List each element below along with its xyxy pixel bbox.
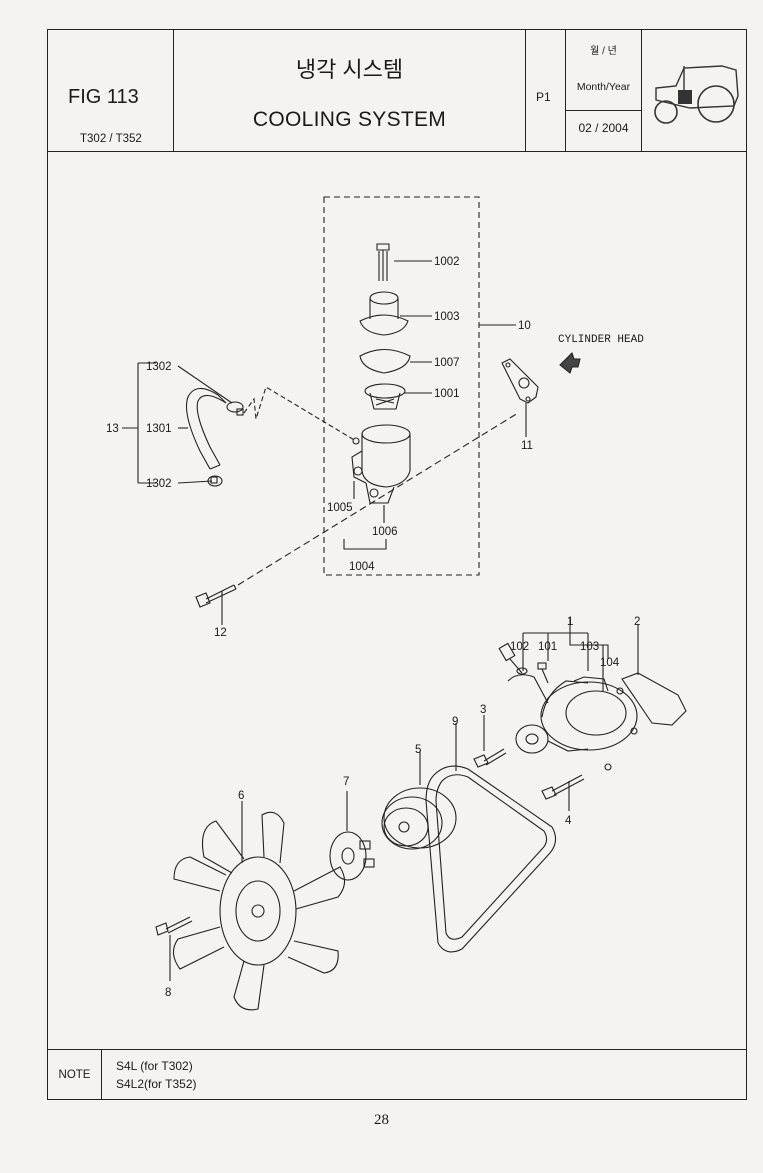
- title-korean: 냉각 시스템: [295, 57, 404, 82]
- callout-101: 101: [538, 641, 557, 653]
- hose-1301: [185, 387, 227, 470]
- bolt-3: [473, 748, 507, 768]
- bolt-8: [155, 916, 193, 936]
- hose-clamp-1302-upper: [226, 401, 244, 416]
- page-number: 28: [374, 1112, 389, 1128]
- callout-1: 1: [567, 616, 573, 628]
- callout-1002: 1002: [434, 256, 460, 268]
- gasket-1007: [359, 348, 411, 374]
- figure-number-cell: FIG 113 T302 / T352: [48, 30, 174, 151]
- thermostat-housing-1004: [351, 424, 411, 504]
- bolt-1002: [376, 243, 390, 281]
- callout-9: 9: [452, 716, 458, 728]
- thumbnail-cell: [642, 30, 748, 151]
- callout-1302-upper: 1302: [146, 361, 172, 373]
- figure-number: FIG 113: [68, 86, 139, 108]
- parts-drawing: 1002 1003 10 1007 1001 11 1302 13 1301 1…: [106, 196, 687, 1011]
- note-section: NOTE S4L (for T302) S4L2(for T352): [48, 1049, 746, 1100]
- callout-3: 3: [480, 704, 486, 716]
- pulley-5: [381, 787, 457, 850]
- date-label: Month/Year: [576, 81, 631, 93]
- callout-1005: 1005: [327, 502, 353, 514]
- page-title: COOLING SYSTEM: [252, 108, 447, 131]
- thermostat-assembly-box: [323, 196, 480, 576]
- callout-1006: 1006: [372, 526, 398, 538]
- callout-11: 11: [521, 440, 533, 452]
- bolt-12: [195, 584, 237, 608]
- date-label-korean: 월 / 년: [590, 46, 617, 57]
- thermostat-1001: [364, 383, 406, 410]
- page-label: P1: [536, 90, 551, 104]
- callout-13: 13: [106, 423, 119, 435]
- bolt-4: [541, 774, 585, 800]
- bolt-101: [537, 662, 549, 684]
- date-cell: 월 / 년 Month/Year 02 / 2004: [566, 30, 642, 151]
- callout-2: 2: [634, 616, 640, 628]
- callout-10: 10: [518, 320, 531, 332]
- callout-7: 7: [343, 776, 349, 788]
- water-outlet-1003: [359, 291, 409, 336]
- bolt-12-alignment-line: [237, 412, 519, 586]
- callout-6: 6: [238, 790, 244, 802]
- model-numbers: T302 / T352: [80, 133, 142, 145]
- callout-1001: 1001: [434, 388, 460, 400]
- title-cell: 냉각 시스템 COOLING SYSTEM: [174, 30, 526, 151]
- date-divider: [566, 110, 641, 111]
- callout-4: 4: [565, 815, 572, 827]
- fan-spacer-7: [329, 831, 375, 881]
- callout-1004: 1004: [349, 561, 375, 573]
- hose-connection-line: [243, 386, 357, 442]
- gasket-2: [621, 672, 687, 726]
- temperature-sensor-102: [498, 642, 528, 675]
- cooling-fan-6: [172, 811, 346, 1011]
- page-header: FIG 113 T302 / T352 냉각 시스템 COOLING SYSTE…: [48, 30, 746, 152]
- note-label: NOTE: [48, 1050, 102, 1100]
- cylinder-head-arrow: [559, 351, 581, 374]
- callout-5: 5: [415, 744, 421, 756]
- callout-103: 103: [580, 641, 599, 653]
- note-line-1: S4L (for T302): [116, 1059, 193, 1073]
- callout-1302-lower: 1302: [146, 478, 172, 490]
- callout-104: 104: [600, 657, 620, 669]
- date-value: 02 / 2004: [578, 121, 629, 135]
- note-line-2: S4L2(for T352): [116, 1077, 197, 1091]
- callout-8: 8: [165, 987, 171, 999]
- tractor-icon: [654, 65, 739, 124]
- exploded-parts-diagram: 1002 1003 10 1007 1001 11 1302 13 1301 1…: [48, 151, 748, 1049]
- callout-1301: 1301: [146, 423, 172, 435]
- v-belt-9: [425, 765, 557, 953]
- parts-page-frame: FIG 113 T302 / T352 냉각 시스템 COOLING SYSTE…: [47, 29, 747, 1100]
- callout-12: 12: [214, 627, 227, 639]
- page-cell: P1: [526, 30, 566, 151]
- callout-102: 102: [510, 641, 529, 653]
- gasket-11: [501, 358, 539, 404]
- callout-1007: 1007: [434, 357, 460, 369]
- callout-1003: 1003: [434, 311, 460, 323]
- water-pump-1: [507, 674, 638, 771]
- cylinder-head-label: CYLINDER HEAD: [558, 334, 644, 346]
